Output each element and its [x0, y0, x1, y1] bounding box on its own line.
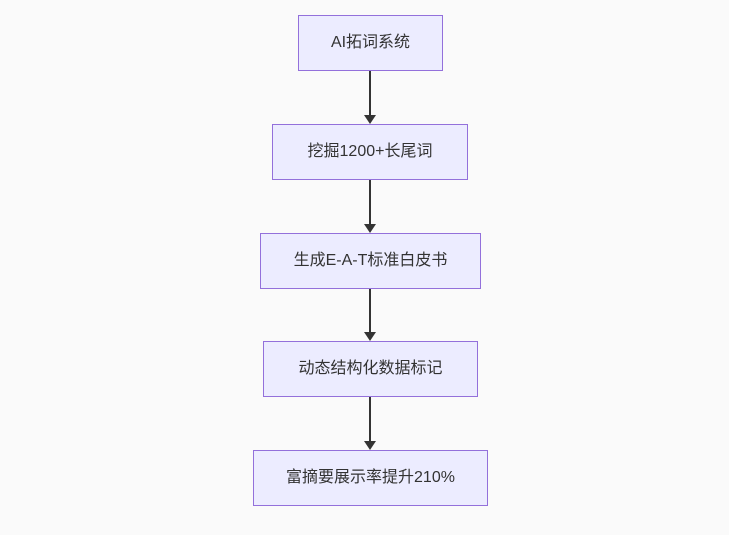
flow-arrow-2 — [363, 180, 377, 233]
arrow-head-down-icon — [364, 224, 376, 233]
arrow-head-down-icon — [364, 441, 376, 450]
node-label: 富摘要展示率提升210% — [286, 469, 455, 486]
arrow-head-down-icon — [364, 115, 376, 124]
node-label: 生成E-A-T标准白皮书 — [293, 252, 448, 269]
arrow-line — [369, 289, 371, 332]
flowchart-node-rich-snippet-rate: 富摘要展示率提升210% — [253, 450, 488, 506]
arrow-line — [369, 71, 371, 115]
flow-arrow-1 — [363, 71, 377, 124]
node-label: 挖掘1200+长尾词 — [307, 143, 433, 160]
node-label: AI拓词系统 — [330, 34, 411, 51]
arrow-head-down-icon — [364, 332, 376, 341]
flowchart-node-eat-whitepaper: 生成E-A-T标准白皮书 — [260, 233, 481, 289]
flow-arrow-3 — [363, 289, 377, 341]
flowchart-node-ai-word-expansion-system: AI拓词系统 — [298, 15, 443, 71]
node-label: 动态结构化数据标记 — [298, 360, 443, 377]
arrow-line — [369, 397, 371, 441]
arrow-line — [369, 180, 371, 224]
flow-arrow-4 — [363, 397, 377, 450]
flowchart-node-structured-data-markup: 动态结构化数据标记 — [263, 341, 478, 397]
flowchart-node-longtail-keywords: 挖掘1200+长尾词 — [272, 124, 468, 180]
